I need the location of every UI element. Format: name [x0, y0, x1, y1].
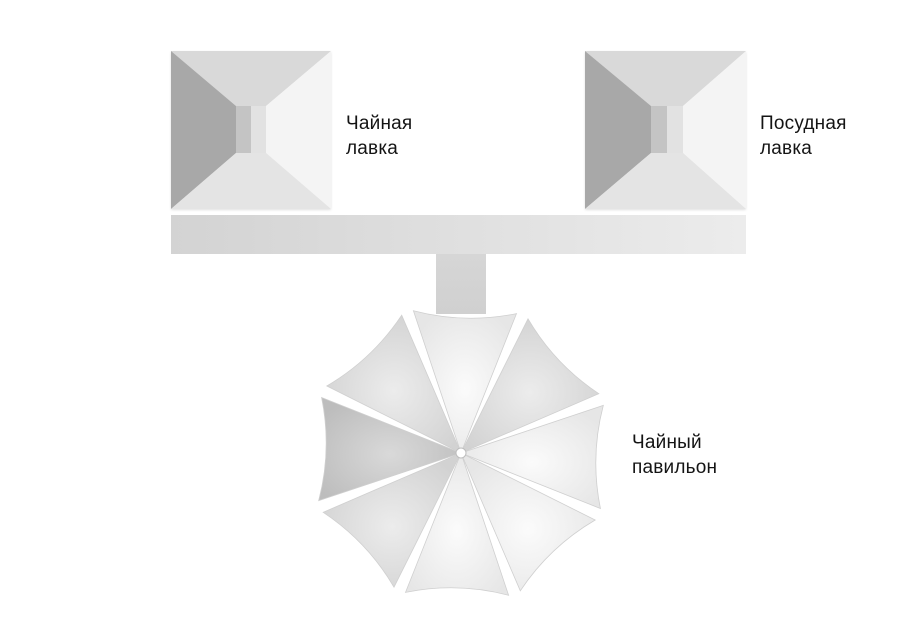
- tea-pavilion-label: Чайный павильон: [632, 430, 717, 480]
- pavilion-roof-panel: [325, 314, 462, 454]
- dish-shop-roof: [585, 51, 746, 209]
- pavilion-roof-panel: [459, 404, 604, 510]
- walkway-connector: [436, 254, 486, 314]
- tea-shop-label: Чайная лавка: [346, 111, 412, 161]
- walkway: [171, 215, 746, 254]
- tea-shop-label-line1: Чайная: [346, 113, 413, 134]
- pavilion-roof-panel: [460, 452, 597, 592]
- dish-shop-label: Посудная лавка: [760, 111, 847, 161]
- tea-shop-label-line2: лавка: [346, 138, 399, 159]
- pavilion-roof-panel: [318, 396, 463, 502]
- tea-pavilion-label-line2: павильон: [632, 457, 718, 478]
- pavilion-roof-panel: [322, 452, 462, 589]
- dish-shop-label-line1: Посудная: [760, 113, 847, 134]
- pavilion-roof-panel: [460, 317, 600, 454]
- dish-shop-label-line2: лавка: [760, 138, 813, 159]
- tea-shop-roof: [171, 51, 331, 209]
- tea-pavilion-roof: [318, 310, 604, 596]
- tea-pavilion-label-line1: Чайный: [632, 432, 702, 453]
- pavilion-roof-panel: [412, 310, 518, 455]
- pavilion-roof-apex: [455, 447, 467, 459]
- pavilion-roof-panel: [404, 451, 510, 596]
